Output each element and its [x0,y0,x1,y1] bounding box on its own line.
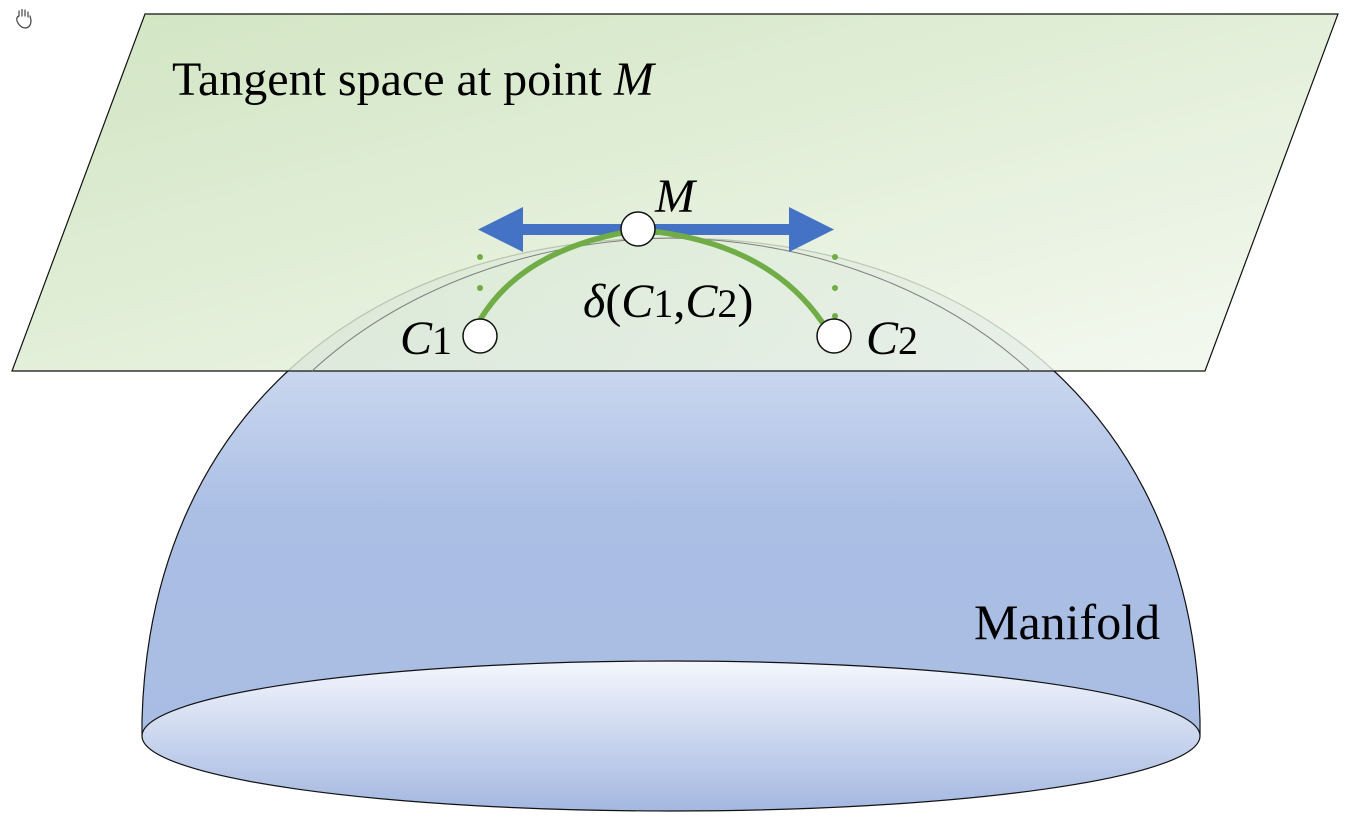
point-m-marker [620,211,656,247]
point-c1-label-main: C [400,312,433,365]
point-m-label: M [654,170,698,223]
distance-label-c2-main: C [685,275,718,328]
point-c2-label-main: C [866,312,899,365]
hand-cursor-icon [16,8,32,29]
geodesic-dot [832,285,838,291]
point-c1-marker [462,318,498,354]
tangent-space-title-text: Tangent space at point [172,53,614,106]
manifold-base [141,660,1201,812]
distance-label-c1-main: C [621,275,654,328]
distance-label: δ(C1,C2) [583,275,753,328]
point-c1-label-sub: 1 [432,318,452,363]
tangent-space-title-point: M [613,53,657,106]
geodesic-dots [477,254,838,319]
tangent-arrow-head-right [789,207,834,252]
distance-label-close: ) [737,275,753,328]
point-c2-label: C2 [866,312,918,365]
point-c1-label: C1 [400,312,452,365]
manifold-label: Manifold [974,594,1160,650]
distance-label-comma: , [673,275,685,328]
tangent-arrow-head-left [478,207,523,252]
tangent-plane [11,13,1339,372]
distance-label-c2-sub: 2 [717,281,737,326]
distance-label-c1-sub: 1 [653,281,673,326]
geodesic-dot [832,313,838,319]
distance-label-delta: δ [583,275,606,328]
point-c2-marker [816,318,852,354]
geodesic-dot [477,254,483,260]
geodesic-dot [477,285,483,291]
dome-silhouette [311,237,1031,372]
point-c2-label-sub: 2 [898,318,918,363]
distance-label-open: ( [605,275,621,328]
tangent-space-title: Tangent space at point M [172,53,657,106]
geodesic-dot [832,254,838,260]
